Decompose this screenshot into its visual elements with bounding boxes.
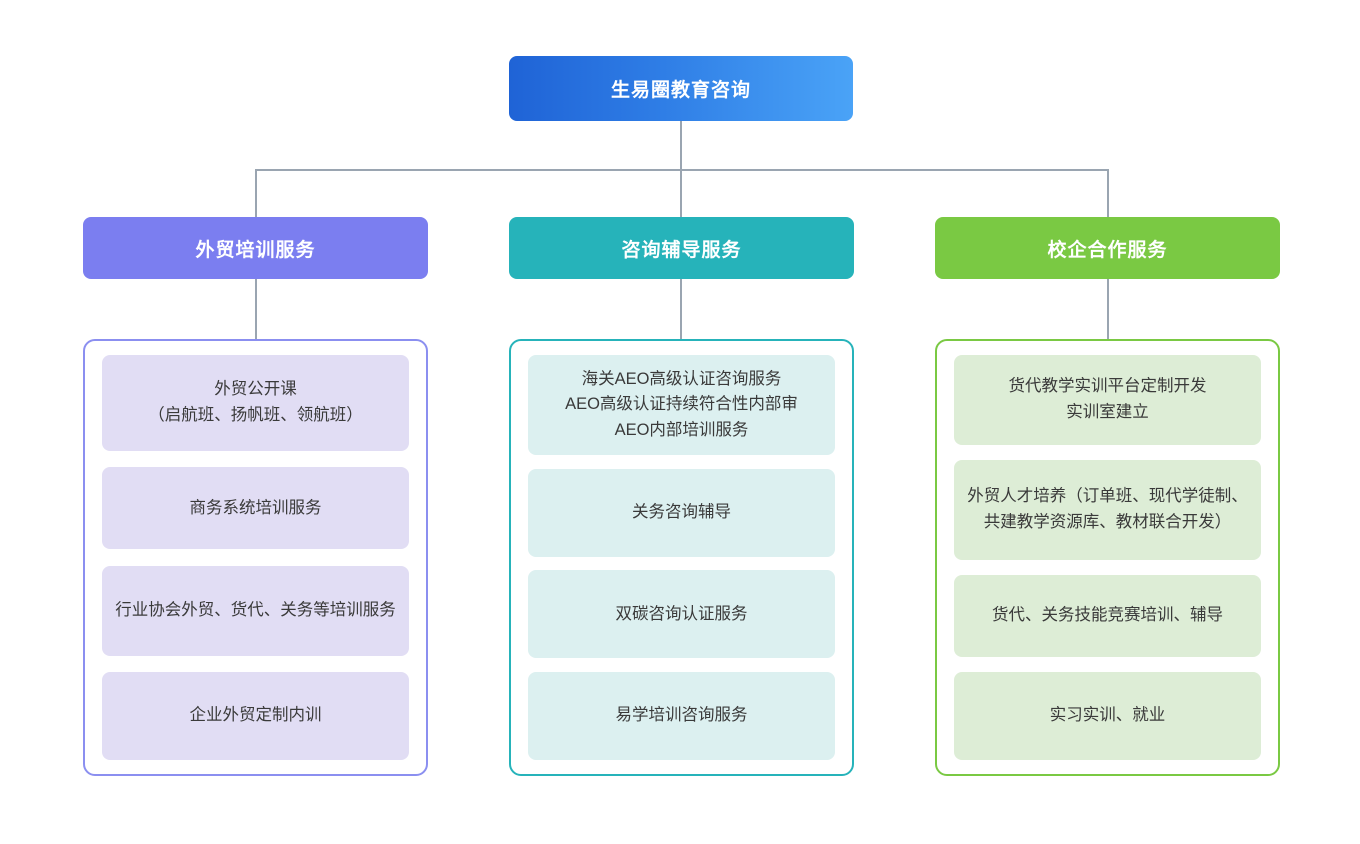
root-node-education-consulting[interactable]: 生易圈教育咨询 [509,56,853,121]
leaf-card[interactable]: 实习实训、就业 [954,672,1261,760]
connector-drop-branch-1 [255,169,257,217]
branch-group-consulting-tutoring: 海关AEO高级认证咨询服务 AEO高级认证持续符合性内部审 AEO内部培训服务 … [509,339,854,776]
leaf-card[interactable]: 行业协会外贸、货代、关务等培训服务 [102,565,409,656]
connector-drop-branch-3 [1107,169,1109,217]
branch-group-trade-training: 外贸公开课 （启航班、扬帆班、领航班） 商务系统培训服务 行业协会外贸、货代、关… [83,339,428,776]
leaf-card[interactable]: 货代、关务技能竞赛培训、辅导 [954,575,1261,657]
leaf-card[interactable]: 外贸人才培养（订单班、现代学徒制、共建教学资源库、教材联合开发） [954,460,1261,560]
branch-group-school-enterprise: 货代教学实训平台定制开发 实训室建立 外贸人才培养（订单班、现代学徒制、共建教学… [935,339,1280,776]
connector-drop-branch-2 [680,169,682,217]
leaf-card[interactable]: 商务系统培训服务 [102,467,409,550]
leaf-card[interactable]: 海关AEO高级认证咨询服务 AEO高级认证持续符合性内部审 AEO内部培训服务 [528,355,835,455]
connector-branch-1-to-group [255,279,257,339]
connector-branch-3-to-group [1107,279,1109,339]
leaf-card[interactable]: 货代教学实训平台定制开发 实训室建立 [954,355,1261,445]
leaf-card[interactable]: 关务咨询辅导 [528,468,835,557]
leaf-card[interactable]: 外贸公开课 （启航班、扬帆班、领航班） [102,355,409,451]
connector-root-vertical [680,121,682,169]
leaf-card[interactable]: 双碳咨询认证服务 [528,570,835,659]
connector-branch-2-to-group [680,279,682,339]
branch-header-school-enterprise[interactable]: 校企合作服务 [935,217,1280,279]
branch-header-trade-training[interactable]: 外贸培训服务 [83,217,428,279]
leaf-card[interactable]: 企业外贸定制内训 [102,671,409,760]
leaf-card[interactable]: 易学培训咨询服务 [528,671,835,760]
branch-header-consulting-tutoring[interactable]: 咨询辅导服务 [509,217,854,279]
